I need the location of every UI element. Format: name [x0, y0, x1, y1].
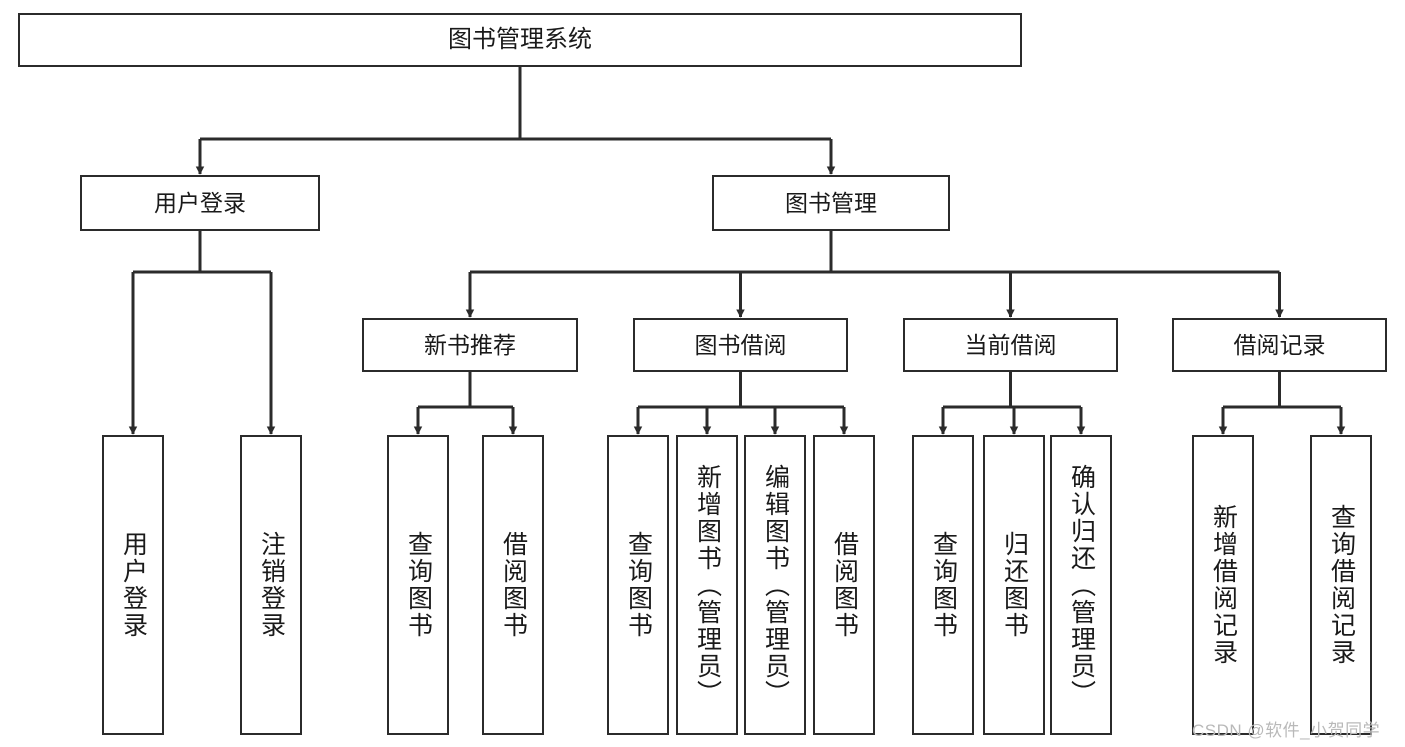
node-label-leaf-query-book-2: 查询图书 [624, 531, 653, 639]
node-leaf-user-logout[interactable]: 注销登录 [240, 435, 302, 735]
node-leaf-add-book[interactable]: 新增图书（管理员） [676, 435, 738, 735]
node-leaf-confirm-return[interactable]: 确认归还（管理员） [1050, 435, 1112, 735]
node-label-new-book-rec: 新书推荐 [424, 331, 516, 358]
node-current-borrow[interactable]: 当前借阅 [903, 318, 1118, 372]
node-label-current-borrow: 当前借阅 [964, 331, 1057, 358]
node-leaf-query-book-2[interactable]: 查询图书 [607, 435, 669, 735]
node-borrow-record[interactable]: 借阅记录 [1172, 318, 1387, 372]
edge-lines [128, 67, 1346, 435]
node-label-leaf-user-logout: 注销登录 [257, 531, 286, 639]
node-label-leaf-confirm-return: 确认归还（管理员） [1067, 463, 1096, 707]
node-label-leaf-query-book-3: 查询图书 [929, 531, 958, 639]
node-leaf-add-record[interactable]: 新增借阅记录 [1192, 435, 1254, 735]
node-leaf-edit-book[interactable]: 编辑图书（管理员） [744, 435, 806, 735]
node-label-leaf-query-book-1: 查询图书 [404, 531, 433, 639]
node-label-borrow-record: 借阅记录 [1233, 331, 1326, 358]
node-label-user-login: 用户登录 [154, 189, 246, 216]
node-label-leaf-borrow-book-2: 借阅图书 [830, 531, 859, 639]
node-label-leaf-query-record: 查询借阅记录 [1327, 504, 1356, 666]
node-leaf-user-login[interactable]: 用户登录 [102, 435, 164, 735]
node-leaf-query-book-3[interactable]: 查询图书 [912, 435, 974, 735]
node-root[interactable]: 图书管理系统 [18, 13, 1022, 67]
node-user-login[interactable]: 用户登录 [80, 175, 320, 231]
node-label-leaf-borrow-book-1: 借阅图书 [499, 531, 528, 639]
node-label-leaf-add-book: 新增图书（管理员） [693, 463, 722, 707]
node-leaf-return-book[interactable]: 归还图书 [983, 435, 1045, 735]
node-leaf-borrow-book-2[interactable]: 借阅图书 [813, 435, 875, 735]
node-label-book-borrow: 图书借阅 [694, 331, 787, 358]
node-leaf-query-book-1[interactable]: 查询图书 [387, 435, 449, 735]
node-label-root: 图书管理系统 [448, 26, 592, 54]
watermark: CSDN @软件_小贺同学 [1192, 721, 1381, 740]
node-book-borrow[interactable]: 图书借阅 [633, 318, 848, 372]
node-label-leaf-add-record: 新增借阅记录 [1209, 504, 1238, 666]
node-label-book-manage: 图书管理 [785, 189, 877, 216]
node-leaf-query-record[interactable]: 查询借阅记录 [1310, 435, 1372, 735]
node-new-book-rec[interactable]: 新书推荐 [362, 318, 578, 372]
node-label-leaf-edit-book: 编辑图书（管理员） [761, 463, 790, 707]
node-book-manage[interactable]: 图书管理 [712, 175, 950, 231]
node-leaf-borrow-book-1[interactable]: 借阅图书 [482, 435, 544, 735]
node-label-leaf-user-login: 用户登录 [119, 531, 148, 639]
node-label-leaf-return-book: 归还图书 [1000, 531, 1029, 639]
